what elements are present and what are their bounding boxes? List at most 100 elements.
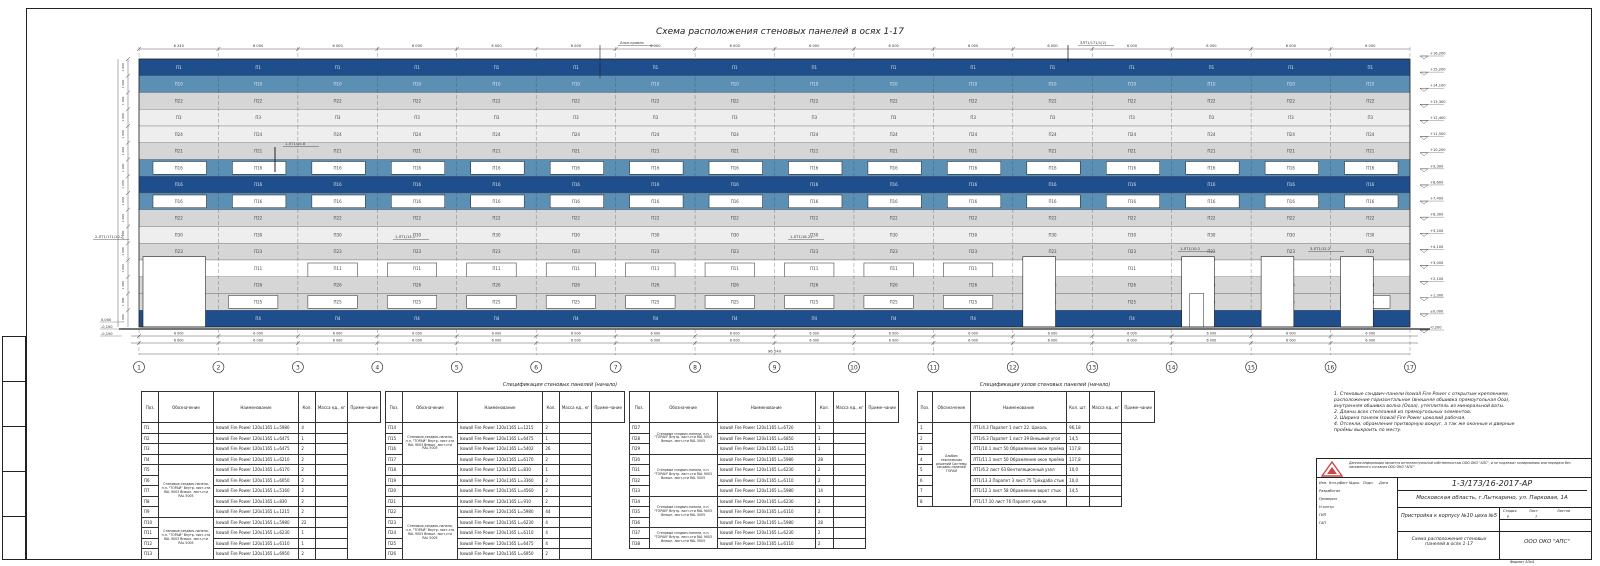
window-opening (470, 161, 525, 175)
dim-tick (1169, 333, 1174, 339)
dim-tick (136, 46, 142, 52)
panel-label: П3 (653, 115, 659, 120)
dim-tick (216, 46, 221, 52)
elevation-mark-icon (1419, 71, 1429, 76)
axis-label: 6 (534, 365, 538, 372)
dim-label-bottom: 6 000 (968, 339, 978, 343)
callout-label: 1-ЛТ1/10-8 (285, 142, 306, 146)
panel-label: П10 (1287, 82, 1296, 87)
dim-label-bottom: 6 000 (1127, 332, 1137, 336)
window-opening (867, 194, 922, 208)
table-header: Кол. шт. (1066, 391, 1090, 423)
panel-label: П10 (969, 82, 978, 87)
panel-label: П24 (810, 132, 819, 137)
panel-label: П21 (890, 149, 899, 154)
panel-label: П22 (890, 216, 899, 221)
panel-label: П10 (1207, 82, 1216, 87)
axis-bubble (1404, 361, 1416, 373)
panel-label: П26 (1128, 283, 1137, 288)
dim-tick (125, 56, 131, 62)
elevation-label: +1,300 (1430, 293, 1444, 297)
note-line: 3. Ширина панели Isowall Fire Power цоко… (1334, 416, 1466, 421)
panel-label: П16 (334, 165, 343, 170)
panel-label: П3 (1129, 115, 1135, 120)
dim-label-bottom: 6 000 (174, 339, 184, 343)
axis-bubble (292, 361, 304, 373)
group-designation: Стеновые сэндвич-панели, п.н. "ТОРАЙ" Вн… (648, 495, 718, 528)
panel-label: П30 (969, 232, 978, 237)
elevation-mark-icon (1419, 168, 1429, 173)
window-opening (629, 194, 684, 208)
dim-tick (375, 340, 380, 346)
panel-label: П3 (573, 115, 579, 120)
panel-label: П30 (1048, 232, 1057, 237)
window-opening (784, 295, 835, 309)
window-opening (625, 295, 676, 309)
elevation-label: +13,300 (1430, 100, 1446, 104)
callout-label: 1-ЛТ1/10-2 (1180, 247, 1200, 251)
panel-label: П30 (254, 232, 263, 237)
panel-label: П21 (1366, 149, 1375, 154)
panel-label: П10 (413, 82, 422, 87)
panel-label: П10 (175, 82, 184, 87)
dim-tick (125, 140, 131, 145)
elevation-label: +3,000 (1430, 261, 1444, 265)
title-block-label: Кол.уч. (1329, 481, 1343, 485)
dim-tick (295, 46, 301, 52)
window-opening (307, 295, 358, 309)
axis-label: 10 (850, 365, 858, 372)
panel-label: П10 (334, 82, 343, 87)
elevation-label: -0,200 (1430, 326, 1442, 330)
panel-label: П23 (572, 249, 581, 254)
elevation-label: +8,600 (1430, 180, 1444, 184)
gate-opening (1022, 256, 1056, 328)
axis-label: 8 (693, 365, 697, 372)
panel-label: П1 (970, 65, 976, 70)
panel-label: П16 (254, 165, 263, 170)
note-line: проёмы выкроить по месту. (1334, 428, 1402, 433)
panel-label: П24 (254, 132, 263, 137)
dim-label-top: 6 000 (650, 44, 661, 48)
title-block-label: №док. (1349, 481, 1361, 485)
panel-label: П1 (414, 65, 420, 70)
panel-label: П1 (335, 65, 341, 70)
window-opening (1344, 194, 1399, 208)
panel-label: П1 (1129, 65, 1135, 70)
panel-label: П22 (731, 216, 740, 221)
table-header: Поз. (917, 391, 933, 423)
dim-tick (1328, 46, 1333, 52)
dim-label-bottom: 6 000 (492, 332, 502, 336)
elevation-mark-icon (1419, 104, 1429, 108)
panel-label: П4 (573, 316, 579, 321)
panel-label: П16 (1287, 165, 1296, 170)
window-opening (947, 161, 1002, 175)
panel-label: П26 (254, 283, 263, 288)
dim-tick (534, 46, 539, 52)
dim-label-top: 6 000 (730, 44, 741, 48)
dim-tick (125, 174, 131, 179)
panel-label: П1 (732, 65, 738, 70)
elevation-mark-icon (1419, 281, 1429, 285)
panel-band (138, 176, 1411, 194)
panel-label: П25 (651, 299, 660, 304)
dim-label-top: 6 000 (809, 44, 820, 48)
door-opening (1189, 293, 1204, 328)
window-opening (311, 161, 366, 175)
panel-label: П22 (175, 216, 184, 221)
panel-label: П21 (572, 149, 581, 154)
dim-label-top: 6 000 (1047, 44, 1058, 48)
elevation-label-left: -0,100 (101, 325, 113, 329)
panel-label: П30 (413, 232, 422, 237)
dim-overall: 96 240 (768, 349, 782, 354)
panel-label: П10 (1366, 82, 1375, 87)
dim-tick (851, 340, 857, 346)
elevation-label: +10,200 (1430, 148, 1446, 152)
panel-label: П1 (1368, 65, 1374, 70)
axis-label: 5 (455, 365, 459, 372)
panel-label: П21 (413, 149, 422, 154)
panel-label: П22 (1048, 216, 1057, 221)
panel-label: П16 (413, 165, 422, 170)
panel-label: П21 (810, 149, 819, 154)
